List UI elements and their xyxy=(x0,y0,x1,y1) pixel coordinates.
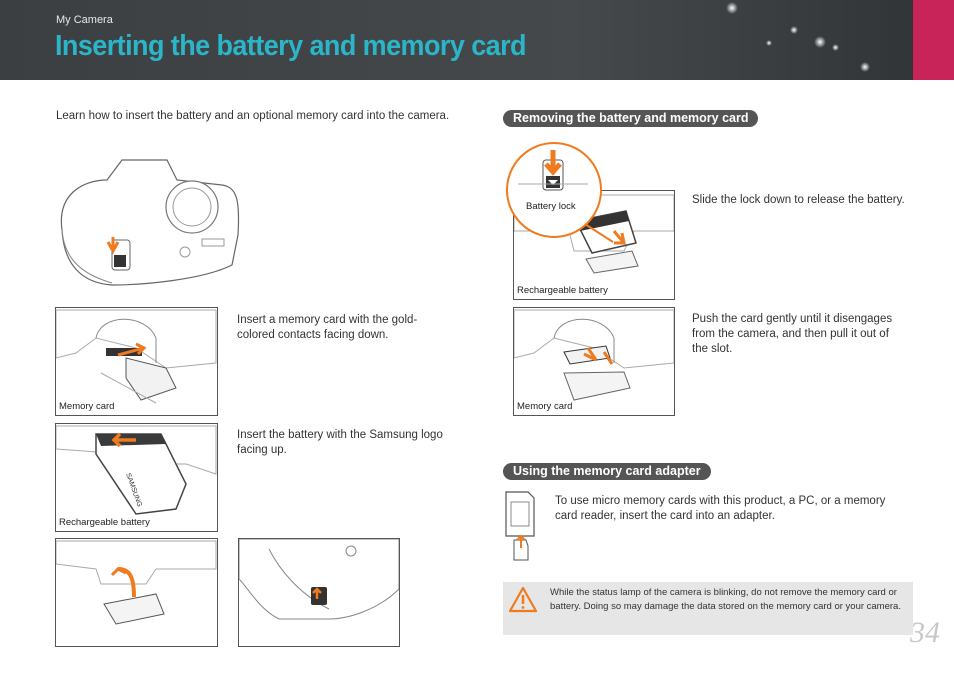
page-title: Inserting the battery and memory card xyxy=(55,30,527,62)
card-remove-text: Push the card gently until it disengages… xyxy=(692,313,893,355)
memory-card-insert-illustration: Memory card xyxy=(55,307,218,416)
battery-lock-label: Battery lock xyxy=(526,201,576,212)
battery-remove-text: Slide the lock down to release the batte… xyxy=(692,194,905,206)
section-heading-adapter: Using the memory card adapter xyxy=(503,463,711,480)
header-sparkle xyxy=(814,36,826,48)
header-sparkle xyxy=(726,2,738,14)
door-closed-illustration xyxy=(238,538,400,647)
adapter-text: To use micro memory cards with this prod… xyxy=(555,495,886,522)
warning-note: While the status lamp of the camera is b… xyxy=(503,582,913,635)
header-sparkle xyxy=(790,26,798,34)
header-sparkle xyxy=(766,40,772,46)
battery-insert-illustration: SAMSUNG Rechargeable battery xyxy=(55,423,218,532)
figure-caption: Rechargeable battery xyxy=(517,285,608,296)
warning-triangle-icon xyxy=(508,586,538,613)
figure-caption: Memory card xyxy=(59,401,115,412)
chapter-tab xyxy=(913,0,954,80)
section-heading-removing: Removing the battery and memory card xyxy=(503,110,759,127)
intro-text: Learn how to insert the battery and an o… xyxy=(56,110,450,122)
close-battery-door-illustration xyxy=(55,538,218,647)
card-remove-illustration: Memory card xyxy=(513,307,675,416)
header-sparkle xyxy=(832,44,839,51)
step-text: Insert the battery with the Samsung logo… xyxy=(237,429,443,456)
page-number: 34 xyxy=(910,616,940,649)
page-header: My Camera Inserting the battery and memo… xyxy=(0,0,954,80)
step-text: Insert a memory card with the gold-color… xyxy=(237,314,418,341)
sd-adapter-icon xyxy=(505,491,535,561)
header-sparkle xyxy=(860,62,870,72)
battery-lock-callout: Battery lock xyxy=(506,142,602,238)
camera-battery-door-illustration xyxy=(60,159,240,286)
figure-caption: Memory card xyxy=(517,401,573,412)
breadcrumb[interactable]: My Camera xyxy=(56,14,113,26)
callout-leader-line xyxy=(585,224,614,243)
warning-text: While the status lamp of the camera is b… xyxy=(550,587,901,612)
figure-caption: Rechargeable battery xyxy=(59,517,150,528)
